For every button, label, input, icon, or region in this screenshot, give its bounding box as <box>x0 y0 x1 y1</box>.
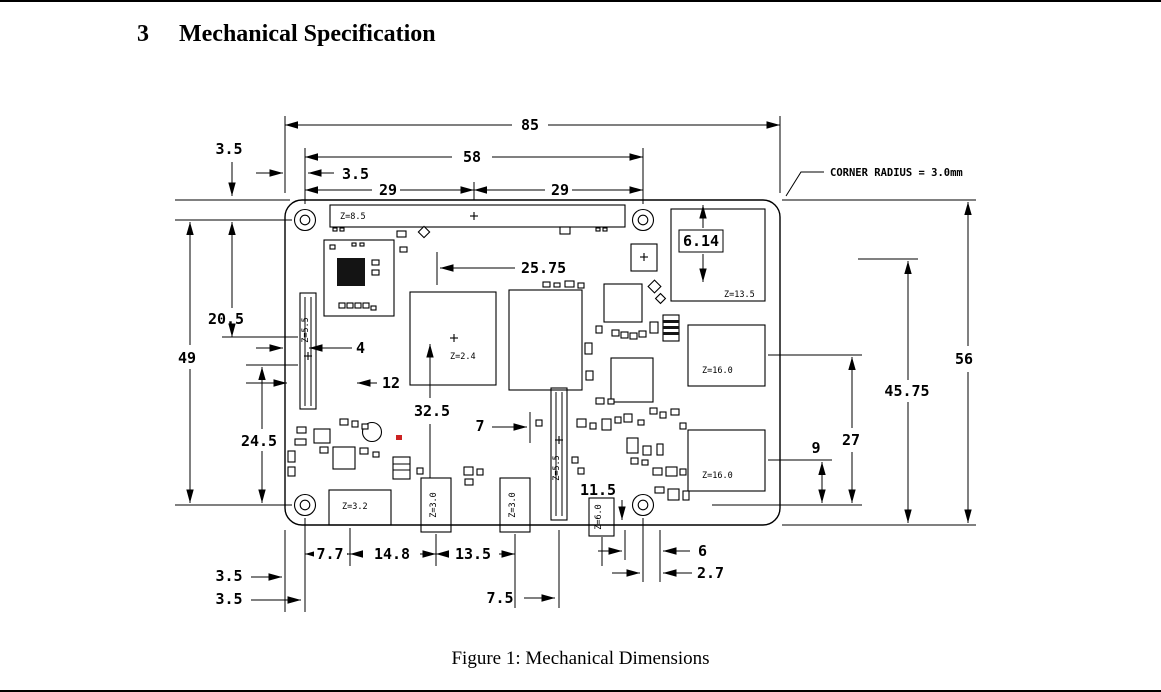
dim-56: 56 <box>955 350 973 368</box>
display-z-label: Z=5.5 <box>301 317 311 343</box>
dim-13-5: 13.5 <box>455 545 491 563</box>
section-heading: 3 Mechanical Specification <box>137 21 436 48</box>
dim-20-5: 20.5 <box>208 310 244 328</box>
dim-4: 4 <box>356 339 365 357</box>
mounting-holes <box>293 208 655 517</box>
dim-9: 9 <box>811 439 820 457</box>
dim-58: 58 <box>463 148 481 166</box>
dim-3-5-left: 3.5 <box>342 165 369 183</box>
dim-29-left: 29 <box>379 181 397 199</box>
camera-z-label: Z=5.5 <box>552 455 562 481</box>
dim-3-5-bottom-a: 3.5 <box>215 567 242 585</box>
dim-7-5: 7.5 <box>486 589 513 607</box>
figure-caption: Figure 1: Mechanical Dimensions <box>451 648 710 669</box>
dim-2-7: 2.7 <box>697 564 724 582</box>
gpio-z-label: Z=8.5 <box>340 212 366 222</box>
dim-25-75: 25.75 <box>521 259 566 277</box>
poe-center-mark <box>640 253 648 261</box>
dim-85: 85 <box>521 116 539 134</box>
led-component <box>396 435 402 440</box>
dim-6-14: 6.14 <box>683 232 719 250</box>
dim-6: 6 <box>698 542 707 560</box>
pcb-connectors: Z=8.5 Z=2.4 Z=13.5 Z=16.0 Z=16.0 Z=3.2 <box>299 204 766 537</box>
dimension-annotations: 85 58 3.5 3.5 29 29 CORNER RADIUS = 3.0m… <box>178 116 973 608</box>
ethernet-z-label: Z=13.5 <box>724 290 755 300</box>
page-top-edge <box>0 0 1161 2</box>
usb-c-z-label: Z=3.2 <box>342 502 368 512</box>
dim-24-5: 24.5 <box>241 432 277 450</box>
corner-radius-note: CORNER RADIUS = 3.0mm <box>830 167 963 179</box>
hdmi0-z-label: Z=3.0 <box>429 492 439 518</box>
usb-top-z-label: Z=16.0 <box>702 366 733 376</box>
dim-7: 7 <box>475 417 484 435</box>
hdmi1-z-label: Z=3.0 <box>508 492 518 518</box>
usb-bottom-z-label: Z=16.0 <box>702 471 733 481</box>
dim-27: 27 <box>842 431 860 449</box>
dim-7-7: 7.7 <box>316 545 343 563</box>
extension-lines <box>175 116 976 612</box>
dim-11-5: 11.5 <box>580 481 616 499</box>
gpio-center-mark <box>470 212 478 220</box>
section-title: Mechanical Specification <box>179 21 436 47</box>
dim-3-5-top: 3.5 <box>215 140 242 158</box>
dim-3-5-bottom-b: 3.5 <box>215 590 242 608</box>
soc-z-label: Z=2.4 <box>450 352 476 362</box>
dim-45-75: 45.75 <box>884 382 929 400</box>
section-number: 3 <box>137 21 149 47</box>
board-outline <box>284 199 781 526</box>
pcb-components <box>287 225 690 501</box>
av-jack-z-label: Z=6.0 <box>594 504 604 530</box>
dim-12: 12 <box>382 374 400 392</box>
page-bottom-edge <box>0 690 1161 692</box>
dim-32-5: 32.5 <box>414 402 450 420</box>
dim-14-8: 14.8 <box>374 545 410 563</box>
dim-29-right: 29 <box>551 181 569 199</box>
dim-49: 49 <box>178 349 196 367</box>
